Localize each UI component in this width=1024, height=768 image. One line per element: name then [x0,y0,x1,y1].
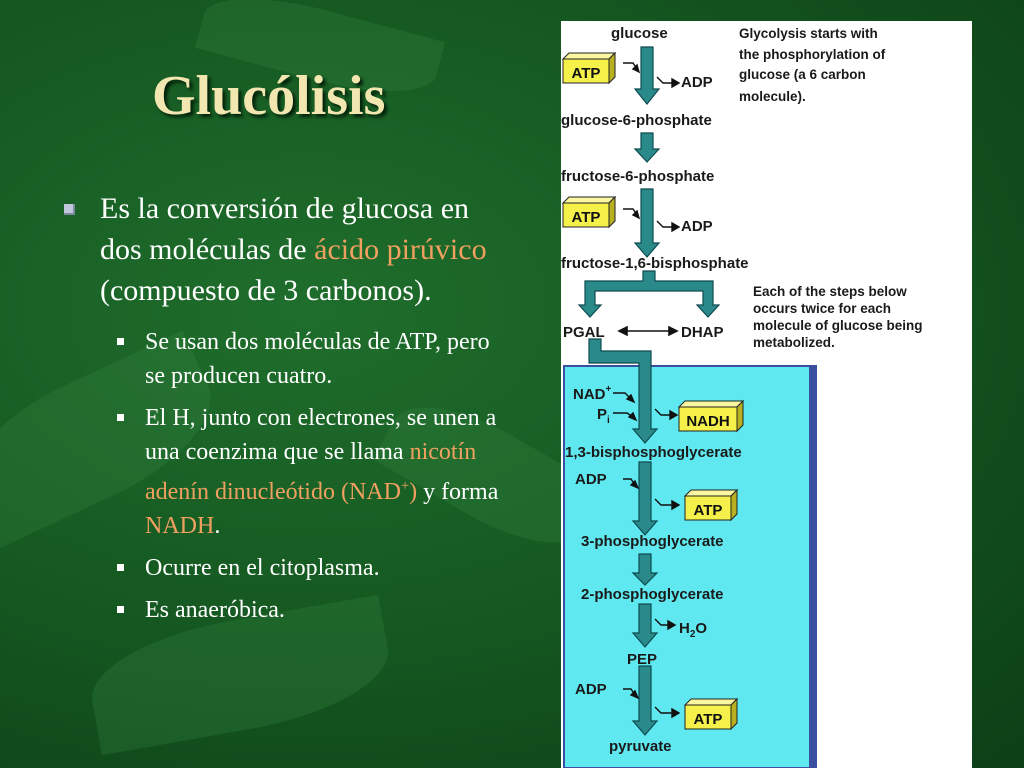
side-arrow-out [654,498,675,506]
note-line: molecule of glucose being [753,318,923,333]
note-line: Each of the steps below [753,284,907,299]
atp-label: ATP [694,711,723,728]
side-arrow-head [671,221,681,233]
atp-box-input-1: ATP [562,52,616,84]
label-fructose-1-6-bisphosphate: fructose-1,6-bisphosphate [561,255,749,272]
isomerase-double-arrow [617,325,679,337]
sub-bullet-text: El H, junto con electrones, se unen a un… [145,405,497,465]
side-arrow-out [656,76,675,84]
side-arrow-head [629,479,640,490]
side-arrow-head [669,409,679,421]
panel-shadow [809,366,815,768]
arrow-step-1 [633,46,661,105]
glycolysis-diagram: ATP ATP NADH ATP ATP glucose ADP glucose… [561,21,972,768]
sub-bullet-citoplasma: Ocurre en el citoplasma. [60,551,500,585]
bullet-text: (compuesto de 3 carbonos). [100,274,432,307]
side-arrow-head [671,77,681,89]
label-adp-4: ADP [575,681,607,698]
side-arrow-head [625,393,636,404]
label-adp-3: ADP [575,471,607,488]
note-line: glucose (a 6 carbon [739,67,866,82]
h-text: H [679,620,690,637]
label-3-phosphoglycerate: 3-phosphoglycerate [581,533,724,550]
label-pgal: PGAL [563,324,605,341]
side-arrow-head [671,499,681,511]
note-line: molecule). [739,89,806,104]
note-line: Glycolysis starts with [739,26,878,41]
sub-bullet-text: Ocurre en el citoplasma. [145,555,380,581]
pi-text: P [597,406,607,423]
side-arrow-out [656,220,675,228]
note-line: occurs twice for each [753,301,891,316]
atp-box-output-1: ATP [684,489,738,521]
arrow-step-7 [631,553,659,586]
atp-box-input-2: ATP [562,196,616,228]
sub-bullet-anaerobica: Es anaeróbica. [60,593,500,627]
label-pi: Pi [597,406,610,426]
label-pyruvate: pyruvate [609,738,672,755]
note-line: metabolized. [753,335,835,350]
arrow-step-2 [633,132,661,163]
arrow-step-3 [633,188,661,258]
note-middle: Each of the steps below occurs twice for… [753,284,923,350]
nad-superscript: + [400,478,410,494]
nadh-label: NADH [686,413,729,430]
label-pep: PEP [627,651,657,668]
note-top: Glycolysis starts with the phosphorylati… [739,26,886,104]
sub-bullet-text: . [214,513,221,539]
label-fructose-6-phosphate: fructose-6-phosphate [561,168,714,185]
highlight-text: nicotín adenín dinucleótido (NAD [145,439,477,505]
arrow-step-8 [631,603,659,648]
arrow-step-6 [631,461,659,536]
sub-bullet-text: Es anaeróbica. [145,597,285,623]
atp-box-output-2: ATP [684,698,738,730]
label-2-phosphoglycerate: 2-phosphoglycerate [581,586,724,603]
side-arrow-out [654,408,673,416]
side-arrow-head [631,209,641,220]
label-adp-2: ADP [681,218,713,235]
label-1-3-bisphosphoglycerate: 1,3-bisphosphoglycerate [565,444,742,461]
side-arrow-head [629,689,640,700]
side-arrow-head [627,411,638,422]
label-dhap: DHAP [681,324,724,341]
label-adp-1: ADP [681,74,713,91]
atp-label: ATP [572,65,601,82]
side-arrow-head [671,707,681,719]
atp-label: ATP [572,209,601,226]
atp-label: ATP [694,502,723,519]
highlight-text: ) [409,479,418,505]
arrow-split [577,270,721,318]
nad-text: NAD [573,386,606,403]
side-arrow-head [667,619,677,631]
label-nad: NAD+ [573,384,612,403]
arrow-step-5 [588,338,659,444]
sub-bullet-text: Se usan dos moléculas de ATP, pero se pr… [145,329,490,389]
slide-title: Glucólisis [152,65,386,127]
pi-subscript: i [607,415,610,426]
bullet-text: Es la conversión de glucosa en dos moléc… [100,192,470,266]
nad-superscript: + [606,384,612,395]
nadh-box: NADH [678,400,744,432]
sub-bullet-text: y forma [417,479,499,505]
note-line: the phosphorylation of [739,47,886,62]
highlight-acido-piruvico: ácido pirúvico [314,233,487,266]
label-water: H2O [679,620,707,640]
side-arrow-out [654,706,675,714]
bullet-list: Es la conversión de glucosa en dos moléc… [60,188,500,635]
glycolysis-diagram-svg: ATP ATP NADH ATP ATP glucose ADP glucose… [561,25,923,768]
h-subscript: 2 [690,629,696,640]
o-text: O [695,620,707,637]
highlight-nadh: NADH [145,513,215,539]
arrow-step-9 [631,665,659,736]
sub-bullet-atp: Se usan dos moléculas de ATP, pero se pr… [60,325,500,393]
side-arrow-head [631,63,641,74]
label-glucose-6-phosphate: glucose-6-phosphate [561,112,712,129]
sub-bullet-nad: El H, junto con electrones, se unen a un… [60,401,500,543]
label-glucose: glucose [611,25,668,42]
bullet-main: Es la conversión de glucosa en dos moléc… [60,188,500,311]
highlight-nad: nicotín adenín dinucleótido (NAD+) [145,439,476,505]
